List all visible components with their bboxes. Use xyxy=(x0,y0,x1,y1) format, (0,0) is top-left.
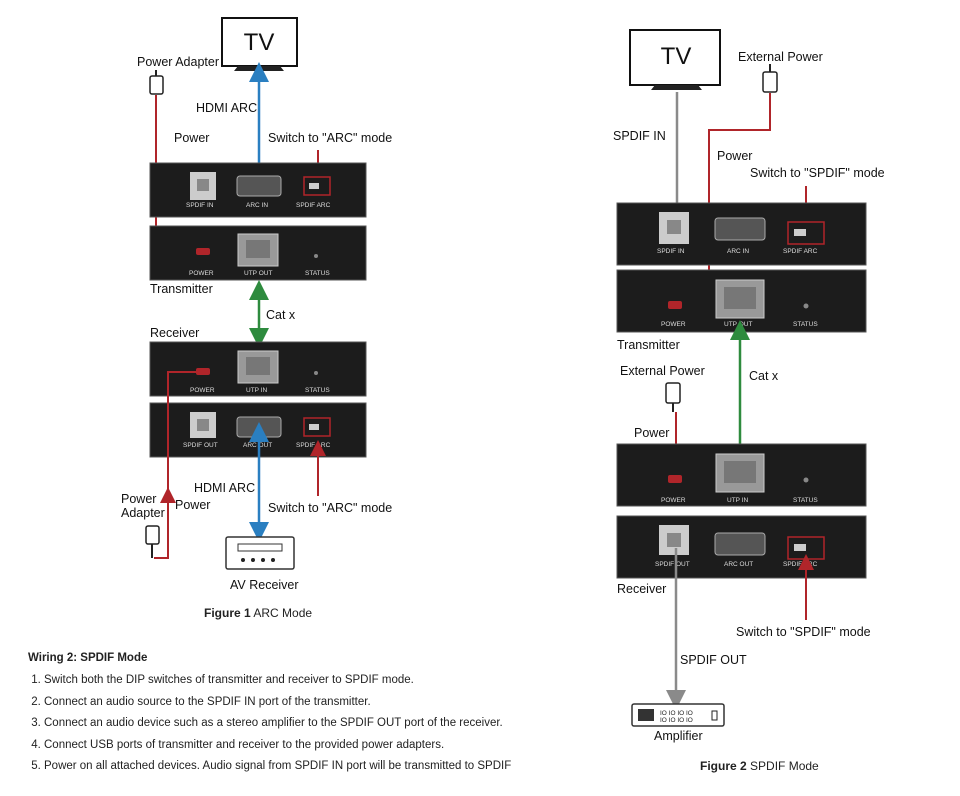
tx2-dip-switch: SPDIF ARC xyxy=(783,248,818,255)
tx2-power-port: POWER xyxy=(661,321,686,328)
receiver-rear-panel: POWER UTP IN STATUS xyxy=(149,341,367,397)
tv-label: TV xyxy=(244,29,275,56)
cat-x-label: Cat x xyxy=(266,308,296,322)
tx1-power-port: POWER xyxy=(189,270,214,277)
tx1-status-led: STATUS xyxy=(305,270,330,277)
tx1-spdif-in-port: SPDIF IN xyxy=(186,202,214,209)
external-power-icon xyxy=(762,64,778,93)
hdmi-arc-label: HDMI ARC xyxy=(196,101,257,115)
tx1-dip-switch: SPDIF ARC xyxy=(296,202,331,209)
tx2-utp-out-port: UTP OUT xyxy=(724,321,752,328)
power-label-top: Power xyxy=(717,149,752,163)
wiring-step: Connect an audio source to the SPDIF IN … xyxy=(44,696,588,709)
rx2-dip-switch: SPDIF ARC xyxy=(783,561,818,568)
rx1-status-led: STATUS xyxy=(305,387,330,394)
external-power-label-top: External Power xyxy=(738,50,823,64)
figure-1-arc-mode: TV HDMI ARC Power Adapter Power Switch t… xyxy=(121,17,392,592)
switch-arc-label-bottom: Switch to "ARC" mode xyxy=(268,501,392,515)
receiver-rear-panel: POWER UTP IN STATUS xyxy=(616,443,867,507)
wiring-title: Wiring 2: SPDIF Mode xyxy=(28,652,148,664)
wiring-steps: Switch both the DIP switches of transmit… xyxy=(28,674,588,773)
svg-text:IO IO IO IO: IO IO IO IO xyxy=(660,717,693,724)
transmitter-label: Transmitter xyxy=(617,338,680,352)
wiring-step: Power on all attached devices. Audio sig… xyxy=(44,760,588,773)
wiring-instructions: Wiring 2: SPDIF Mode Switch both the DIP… xyxy=(28,652,588,782)
rx2-status-led: STATUS xyxy=(793,497,818,504)
av-receiver-device xyxy=(225,536,295,570)
tx1-arc-in-port: ARC IN xyxy=(246,202,268,209)
spdif-out-label: SPDIF OUT xyxy=(680,653,747,667)
tv-device: TV xyxy=(221,17,298,71)
external-power-icon xyxy=(665,382,681,412)
figure-1-title: ARC Mode xyxy=(250,606,313,620)
wiring-step: Connect an audio device such as a stereo… xyxy=(44,717,588,730)
amplifier-device: IO IO IO IO IO IO IO IO xyxy=(631,703,725,727)
transmitter-label: Transmitter xyxy=(150,282,213,296)
rx2-utp-in-port: UTP IN xyxy=(727,497,748,504)
rx1-dip-switch: SPDIF ARC xyxy=(296,442,331,449)
figure-2-number: Figure 2 xyxy=(700,759,747,773)
rx2-spdif-out-port: SPDIF OUT xyxy=(655,561,690,568)
power-adapter-label-bottom-1: Power xyxy=(121,492,156,506)
hdmi-arc-label-bottom: HDMI ARC xyxy=(194,481,255,495)
power-adapter-label-bottom-2: Adapter xyxy=(121,506,165,520)
power-adapter-label: Power Adapter xyxy=(137,55,219,69)
tv-device: TV xyxy=(629,29,721,90)
tx2-arc-in-port: ARC IN xyxy=(727,248,749,255)
receiver-label: Receiver xyxy=(617,582,666,596)
rx1-spdif-out-port: SPDIF OUT xyxy=(183,442,218,449)
figure-1-caption: Figure 1 ARC Mode xyxy=(204,606,312,620)
wiring-step: Connect USB ports of transmitter and rec… xyxy=(44,739,588,752)
power-label-mid: Power xyxy=(634,426,669,440)
cat-x-label: Cat x xyxy=(749,369,779,383)
wiring-step: Switch both the DIP switches of transmit… xyxy=(44,674,588,687)
rx1-arc-out-port: ARC OUT xyxy=(243,442,272,449)
figure-2-spdif-mode: TV SPDIF IN External Power Power Switch … xyxy=(613,29,885,743)
external-power-label-mid: External Power xyxy=(620,364,705,378)
transmitter-rear-panel: POWER UTP OUT STATUS xyxy=(149,225,367,281)
av-receiver-label: AV Receiver xyxy=(230,578,299,592)
switch-spdif-label-top: Switch to "SPDIF" mode xyxy=(750,166,885,180)
rx2-power-port: POWER xyxy=(661,497,686,504)
receiver-front-panel: SPDIF OUT ARC OUT SPDIF ARC xyxy=(616,515,867,579)
receiver-label: Receiver xyxy=(150,326,199,340)
amplifier-label: Amplifier xyxy=(654,729,703,743)
power-label-top: Power xyxy=(174,131,209,145)
svg-text:IO IO IO IO: IO IO IO IO xyxy=(660,710,693,717)
power-adapter-icon xyxy=(145,525,160,558)
spdif-in-label: SPDIF IN xyxy=(613,129,666,143)
tx2-spdif-in-port: SPDIF IN xyxy=(657,248,685,255)
transmitter-rear-panel: POWER UTP OUT STATUS xyxy=(616,269,867,333)
switch-arc-label-top: Switch to "ARC" mode xyxy=(268,131,392,145)
power-adapter-icon xyxy=(149,70,164,95)
power-label-bottom: Power xyxy=(175,498,210,512)
power-cable-bottom xyxy=(154,371,196,559)
figure-2-caption: Figure 2 SPDIF Mode xyxy=(700,759,819,773)
transmitter-front-panel: SPDIF IN ARC IN SPDIF ARC xyxy=(149,162,367,218)
figure-2-title: SPDIF Mode xyxy=(746,759,819,773)
figure-1-number: Figure 1 xyxy=(204,606,251,620)
tx1-utp-out-port: UTP OUT xyxy=(244,270,272,277)
rx1-power-port: POWER xyxy=(190,387,215,394)
switch-spdif-label-bottom: Switch to "SPDIF" mode xyxy=(736,625,871,639)
transmitter-front-panel: SPDIF IN ARC IN SPDIF ARC xyxy=(616,202,867,266)
tx2-status-led: STATUS xyxy=(793,321,818,328)
tv-label: TV xyxy=(661,43,692,70)
rx1-utp-in-port: UTP IN xyxy=(246,387,267,394)
rx2-arc-out-port: ARC OUT xyxy=(724,561,753,568)
